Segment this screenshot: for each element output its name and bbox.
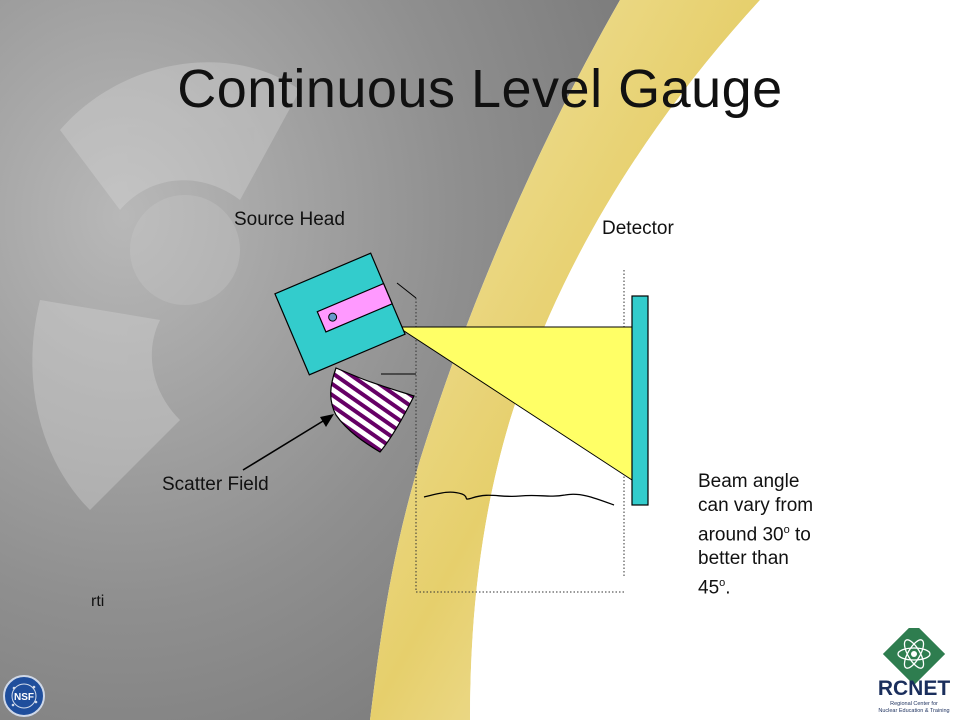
nsf-logo: NSF (3, 675, 45, 717)
rcnet-logo-text: RCNET (878, 677, 951, 700)
nsf-logo-text: NSF (14, 692, 34, 703)
beam-note-45: 45 (698, 577, 720, 599)
detector-label: Detector (602, 218, 674, 239)
beam-note-line-1: Beam angle (698, 471, 800, 492)
slide-title: Continuous Level Gauge (177, 59, 783, 119)
degree-symbol: o (719, 577, 726, 590)
liquid-surface (423, 491, 615, 506)
beam-note-line-5: 45o. (698, 571, 858, 600)
beam-note-line-4: better than (698, 548, 789, 570)
rcnet-tagline-2: Nuclear Education & Training (878, 708, 949, 714)
vessel-outline (415, 270, 625, 593)
scatter-field-label: Scatter Field (162, 474, 269, 495)
beam-note-period: . (725, 577, 731, 599)
beam-note-30: around 30 (698, 524, 784, 546)
arrow-head (320, 414, 334, 427)
beam-note-to: to (789, 524, 811, 546)
beam-note-line-2: can vary from (698, 495, 814, 516)
rcnet-tagline-1: Regional Center for (890, 701, 938, 707)
beam-note-line-3: around 30o to (698, 518, 858, 547)
footer-text: rti (91, 593, 105, 610)
detector (631, 295, 649, 506)
radiation-beam (396, 326, 633, 481)
source-head-label: Source Head (234, 209, 345, 230)
beam-angle-note: Beam angle can vary from around 30o to b… (698, 470, 858, 601)
scatter-field (330, 367, 415, 453)
rcnet-logo: RCNET Regional Center for Nuclear Educat… (878, 628, 951, 714)
degree-symbol: o (783, 524, 790, 536)
source-head (274, 252, 406, 376)
